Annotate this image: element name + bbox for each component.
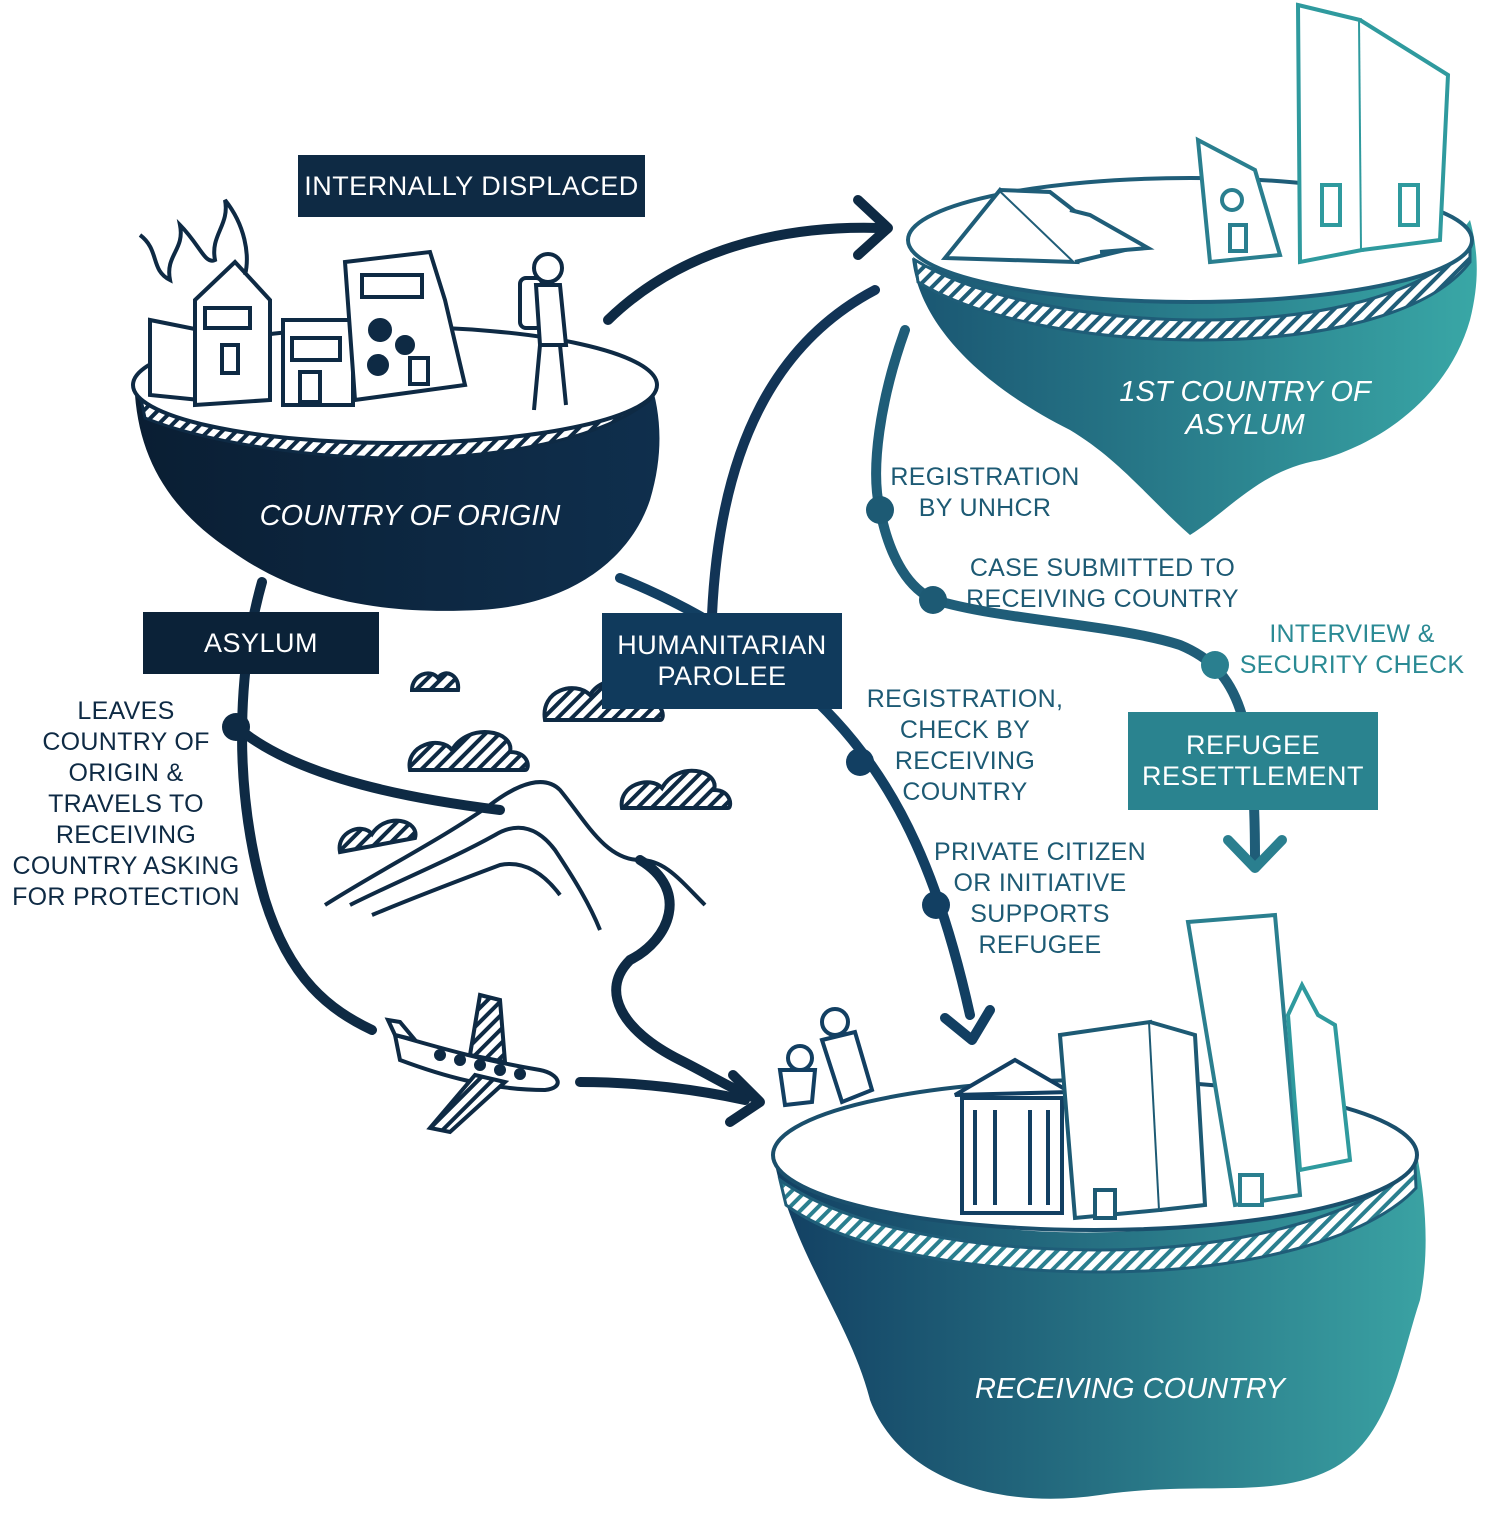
interview-security-step: INTERVIEW & SECURITY CHECK bbox=[1239, 620, 1465, 679]
internally-displaced-label: INTERNALLY DISPLACED bbox=[298, 155, 645, 217]
step-dot bbox=[866, 496, 894, 524]
asylum-branch-path bbox=[233, 723, 505, 815]
case-submitted-step: CASE SUBMITTED TO RECEIVING COUNTRY bbox=[966, 554, 1239, 613]
receiving-country-label: RECEIVING COUNTRY bbox=[975, 1373, 1285, 1405]
first-asylum-island bbox=[906, 2, 1477, 535]
first-country-of-asylum-label: 1ST COUNTRY OF ASYLUM bbox=[1119, 376, 1371, 441]
people-helping-icon bbox=[777, 1007, 875, 1108]
displaced-person-icon bbox=[518, 252, 569, 411]
refugee-resettlement-path bbox=[871, 325, 1260, 865]
step-dot bbox=[1201, 651, 1229, 679]
private-citizen-step: PRIVATE CITIZEN OR INITIATIVE SUPPORTS R… bbox=[934, 838, 1146, 959]
humanitarian-parolee-label: HUMANITARIAN PAROLEE bbox=[602, 613, 842, 709]
humanitarian-parolee-arrow-up bbox=[707, 285, 880, 620]
step-dot bbox=[919, 586, 947, 614]
church-building-icon bbox=[1195, 136, 1283, 265]
asylum-travel-step: LEAVES COUNTRY OF ORIGIN & TRAVELS TO RE… bbox=[12, 697, 240, 911]
museum-building-icon bbox=[953, 1057, 1078, 1215]
step-dot bbox=[846, 748, 874, 776]
apartment-building-icon bbox=[1057, 1019, 1208, 1221]
skyscraper-icon bbox=[1185, 912, 1303, 1208]
cloud-icon bbox=[337, 818, 418, 855]
asylum-label: ASYLUM bbox=[143, 612, 379, 674]
damaged-building-icon bbox=[342, 249, 468, 403]
asylum-air-path bbox=[575, 1077, 750, 1105]
cloud-icon bbox=[407, 730, 530, 772]
country-of-origin-label: COUNTRY OF ORIGIN bbox=[259, 500, 561, 532]
airplane-icon bbox=[384, 992, 560, 1135]
registration-unhcr-step: REGISTRATION BY UNHCR bbox=[890, 463, 1080, 522]
tower-building-icon bbox=[1295, 2, 1451, 265]
tent-icon bbox=[940, 187, 1155, 265]
cloud-icon bbox=[619, 768, 733, 810]
mountain-icon bbox=[323, 780, 707, 931]
arrowhead-icon bbox=[940, 1005, 995, 1045]
registration-check-step: REGISTRATION, CHECK BY RECEIVING COUNTRY bbox=[866, 685, 1064, 806]
origin-island bbox=[131, 198, 660, 611]
arrowhead-icon bbox=[853, 195, 893, 260]
cloud-icon bbox=[409, 671, 461, 692]
refugee-resettlement-label: REFUGEE RESETTLEMENT bbox=[1128, 712, 1378, 810]
shop-building-icon bbox=[281, 318, 355, 407]
spire-tower-icon bbox=[1285, 980, 1353, 1173]
step-dot bbox=[222, 713, 250, 741]
arrowhead-icon bbox=[1223, 835, 1287, 873]
step-dot bbox=[922, 891, 950, 919]
internally-displaced-arrow bbox=[603, 222, 885, 325]
asylum-land-path bbox=[611, 855, 760, 1103]
arrowhead-icon bbox=[725, 1070, 765, 1127]
receiving-island bbox=[771, 912, 1426, 1499]
burning-house-icon bbox=[138, 198, 272, 408]
